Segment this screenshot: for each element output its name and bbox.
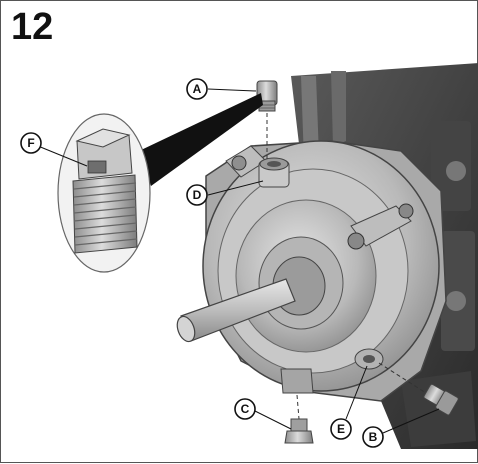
callout-f-label: F [27,136,34,150]
leader-line-f [37,145,88,167]
callout-f: F [20,132,42,154]
plug-b [378,362,459,416]
callout-e: E [330,418,352,440]
crankcase-cover [202,140,447,402]
callout-c: C [234,398,256,420]
callout-a: A [186,78,208,100]
callout-b-label: B [369,430,378,444]
leader-line-c [254,410,292,430]
callout-a-label: A [193,82,202,96]
crankshaft [176,278,296,343]
leader-lines [37,88,440,434]
plug-f-detail [57,93,263,273]
leader-line-b [382,408,440,434]
callout-d: D [186,184,208,206]
callout-d-label: D [193,188,202,202]
leader-line-d [207,180,264,196]
plug-c [284,394,314,444]
callout-c-label: C [241,402,250,416]
callout-e-label: E [337,422,345,436]
leader-line-e [345,365,368,420]
callout-b: B [362,426,384,448]
leader-line-a [207,88,257,92]
figure-number: 12 [11,6,54,48]
